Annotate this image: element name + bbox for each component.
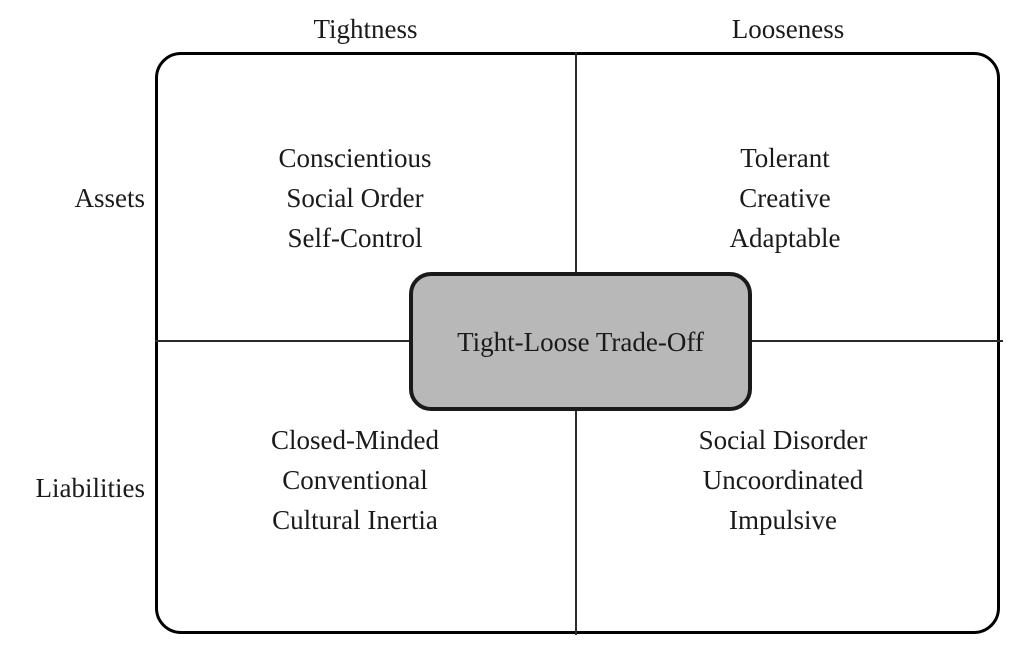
quadrant-term: Conscientious (278, 143, 432, 173)
quadrant-tightness-assets: Conscientious Social Order Self-Control (155, 138, 555, 258)
quadrant-term: Tolerant (740, 143, 830, 173)
quadrant-term: Conventional (282, 465, 428, 495)
quadrant-term: Self-Control (287, 223, 423, 253)
quadrant-term: Creative (739, 183, 831, 213)
column-header-tightness: Tightness (313, 14, 418, 44)
quadrant-term: Adaptable (729, 223, 841, 253)
quadrant-term: Impulsive (729, 505, 837, 535)
quadrant-term: Social Order (286, 183, 424, 213)
quadrant-term: Social Disorder (698, 425, 868, 455)
quadrant-term: Closed-Minded (271, 425, 439, 455)
center-node-tight-loose-tradeoff: Tight-Loose Trade-Off (409, 272, 752, 411)
quadrant-looseness-assets: Tolerant Creative Adaptable (585, 138, 985, 258)
center-node-label: Tight-Loose Trade-Off (457, 326, 704, 357)
quadrant-term: Cultural Inertia (272, 505, 438, 535)
row-header-assets: Assets (74, 183, 145, 213)
quadrant-looseness-liabilities: Social Disorder Uncoordinated Impulsive (583, 420, 983, 540)
row-header-liabilities: Liabilities (35, 473, 145, 503)
quadrant-tightness-liabilities: Closed-Minded Conventional Cultural Iner… (155, 420, 555, 540)
column-header-looseness: Looseness (731, 14, 845, 44)
quadrant-term: Uncoordinated (702, 465, 864, 495)
